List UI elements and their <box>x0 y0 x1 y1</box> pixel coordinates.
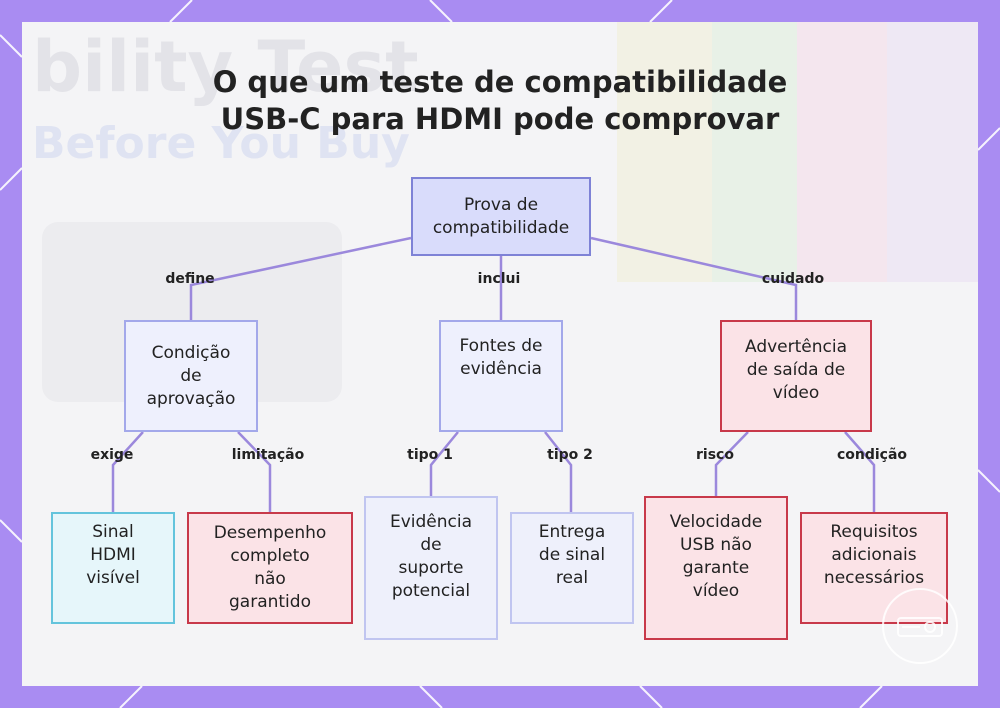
edge-label-tipo1: tipo 1 <box>407 447 453 463</box>
node-root-line: compatibilidade <box>433 217 569 240</box>
wire-root-approval <box>191 238 411 322</box>
node-performance-line: garantido <box>214 591 327 614</box>
wire-approval-performance <box>238 432 270 512</box>
edge-label-inclui: inclui <box>478 271 521 287</box>
node-approval-line: Condição <box>147 342 236 365</box>
node-requirements-line: adicionais <box>824 544 924 567</box>
node-warning-line: de saída de <box>745 359 847 382</box>
edge-label-exige: exige <box>91 447 134 463</box>
node-warning-line: vídeo <box>745 382 847 405</box>
edge-label-define: define <box>165 271 214 287</box>
node-real-signal-line: Entrega <box>539 521 605 544</box>
node-root-line: Prova de <box>433 194 569 217</box>
wire-warning-requirements <box>845 432 874 512</box>
wire-evidence-real <box>545 432 571 512</box>
node-performance-line: não <box>214 568 327 591</box>
edge-label-tipo2: tipo 2 <box>547 447 593 463</box>
node-potential-line: potencial <box>390 580 472 603</box>
node-requirements-line: Requisitos <box>824 521 924 544</box>
node-hdmi-signal-line: visível <box>86 567 140 590</box>
wire-warning-usb <box>716 432 748 496</box>
node-approval-line: aprovação <box>147 388 236 411</box>
wire-approval-hdmi <box>113 432 143 512</box>
node-hdmi-signal-line: Sinal <box>86 521 140 544</box>
node-real-signal-line: de sinal <box>539 544 605 567</box>
node-real-signal-line: real <box>539 567 605 590</box>
node-usb-speed-line: garante <box>670 557 762 580</box>
node-performance-line: Desempenho <box>214 522 327 545</box>
edge-label-risco: risco <box>696 447 734 463</box>
node-warning-line: Advertência <box>745 336 847 359</box>
node-performance-line: completo <box>214 545 327 568</box>
node-potential-line: suporte <box>390 557 472 580</box>
wire-evidence-potential <box>431 432 458 496</box>
edge-label-cuidado: cuidado <box>762 271 824 287</box>
node-usb-speed-line: Velocidade <box>670 511 762 534</box>
watermark-badge-icon <box>880 586 960 666</box>
node-potential-line: Evidência <box>390 511 472 534</box>
node-approval-line: de <box>147 365 236 388</box>
node-evidence-line: Fontes de <box>460 335 543 358</box>
node-hdmi-signal-line: HDMI <box>86 544 140 567</box>
node-usb-speed-line: USB não <box>670 534 762 557</box>
edge-label-limitacao: limitação <box>232 447 305 463</box>
node-usb-speed-line: vídeo <box>670 580 762 603</box>
edge-label-condicao: condição <box>837 447 907 463</box>
node-evidence-line: evidência <box>460 358 543 381</box>
node-potential-line: de <box>390 534 472 557</box>
